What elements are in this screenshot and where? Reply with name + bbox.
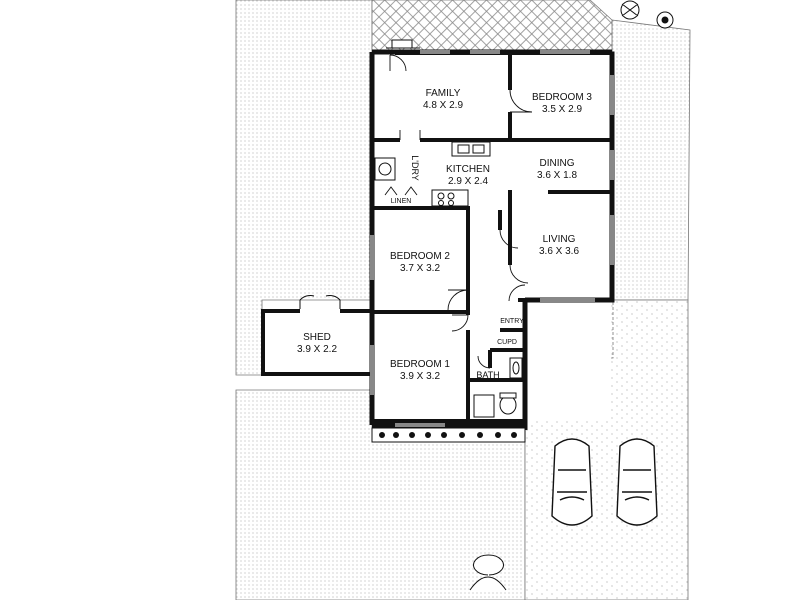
bedroom1-name: BEDROOM 1 <box>390 359 450 370</box>
bedroom2-size: 3.7 X 3.2 <box>400 263 440 274</box>
bedroom2-name: BEDROOM 2 <box>390 251 450 262</box>
bath-label: BATH <box>476 370 499 380</box>
bedroom1-size: 3.9 X 3.2 <box>400 371 440 382</box>
dining-name: DINING <box>540 158 575 169</box>
car-icon <box>551 438 658 526</box>
kitchen-name: KITCHEN <box>446 164 490 175</box>
bedroom3-name: BEDROOM 3 <box>532 92 592 103</box>
tree-icon <box>469 0 674 591</box>
interior-walls <box>372 54 612 420</box>
kitchen-size: 2.9 X 2.4 <box>448 176 488 187</box>
room-labels: FAMILY 4.8 X 2.9 BEDROOM 3 3.5 X 2.9 KIT… <box>297 88 592 382</box>
shed-size: 3.9 X 2.2 <box>297 344 337 355</box>
entry-label: ENTRY <box>500 318 524 325</box>
bedroom3-size: 3.5 X 2.9 <box>542 104 582 115</box>
dining-size: 3.6 X 1.8 <box>537 170 577 181</box>
linen-label: LINEN <box>391 198 412 205</box>
living-size: 3.6 X 3.6 <box>539 246 579 257</box>
doors <box>384 54 533 369</box>
brick-patio <box>371 0 613 53</box>
fixtures <box>374 39 523 418</box>
family-room-name: FAMILY <box>426 88 461 99</box>
garden-bed <box>371 427 526 443</box>
cupboard-label: CUPD <box>497 339 517 346</box>
shed-name: SHED <box>303 332 331 343</box>
family-room-size: 4.8 X 2.9 <box>423 100 463 111</box>
living-name: LIVING <box>543 234 576 245</box>
laundry-label: L'DRY <box>410 155 420 181</box>
